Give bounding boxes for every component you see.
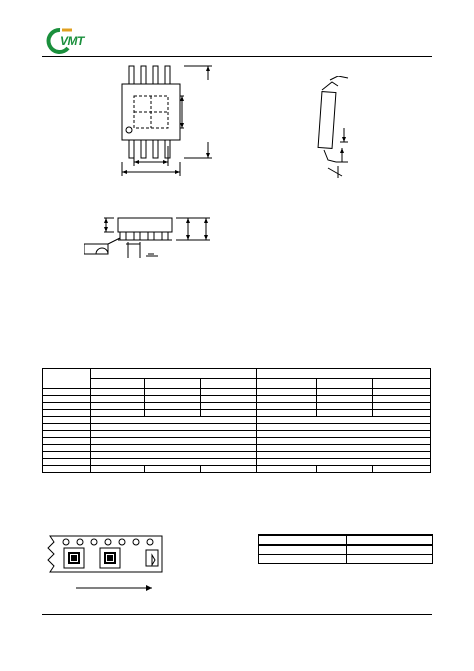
table-row	[258, 544, 433, 555]
table-cell	[372, 409, 432, 417]
table-cell	[42, 465, 91, 473]
table-cell	[89, 423, 258, 431]
table-cell	[42, 451, 91, 459]
table-cell	[372, 402, 432, 410]
table-cell	[144, 409, 201, 417]
table-cell	[89, 368, 258, 379]
table-cell	[346, 554, 433, 564]
table-cell	[89, 458, 258, 466]
table-cell	[316, 409, 374, 417]
table-cell	[256, 395, 318, 403]
table-cell	[144, 395, 201, 403]
table-cell	[256, 409, 318, 417]
table-cell	[90, 465, 145, 473]
table-cell	[316, 395, 374, 403]
table-cell	[90, 378, 145, 389]
table-cell	[90, 388, 145, 396]
table-cell	[258, 534, 347, 546]
table-cell	[372, 465, 432, 473]
logo-text: VMT	[60, 34, 84, 48]
table-cell	[42, 409, 91, 417]
table-row	[42, 430, 432, 438]
table-cell	[42, 388, 91, 396]
table-cell	[256, 368, 432, 379]
table-cell	[256, 416, 432, 424]
table-cell	[256, 465, 318, 473]
table-cell	[144, 402, 201, 410]
table-row	[42, 444, 432, 452]
table-row	[258, 554, 433, 564]
table-cell	[256, 458, 432, 466]
table-row	[43, 378, 432, 389]
table-cell	[256, 402, 318, 410]
package-top-view-drawing	[121, 65, 212, 176]
table-row	[258, 534, 433, 546]
table-cell	[256, 451, 432, 459]
table-cell	[42, 402, 91, 410]
table-cell	[316, 465, 374, 473]
logo	[42, 26, 82, 54]
table-cell	[199, 409, 258, 417]
package-front-view-drawing	[84, 217, 210, 258]
table-cell	[258, 544, 347, 555]
table-cell	[199, 402, 258, 410]
table-cell	[199, 395, 258, 403]
tape-table	[258, 534, 433, 564]
table-cell	[90, 409, 145, 417]
table-row	[42, 368, 432, 389]
table-cell	[256, 437, 432, 445]
table-cell	[42, 368, 91, 389]
table-row	[42, 451, 432, 459]
table-cell	[89, 416, 258, 424]
table-cell	[372, 388, 432, 396]
table-row	[42, 416, 432, 424]
table-cell	[199, 378, 258, 389]
table-cell	[346, 534, 433, 546]
table-row	[42, 395, 432, 403]
table-cell	[256, 423, 432, 431]
table-cell	[144, 388, 201, 396]
table-cell	[316, 388, 374, 396]
table-cell	[42, 444, 91, 452]
table-row	[42, 388, 432, 396]
table-cell	[346, 544, 433, 555]
table-cell	[144, 378, 201, 389]
table-row	[42, 465, 432, 473]
package-side-view-drawing	[317, 76, 349, 178]
table-cell	[258, 554, 347, 564]
header-rule	[42, 56, 432, 57]
table-cell	[42, 395, 91, 403]
table-cell	[316, 402, 374, 410]
table-cell	[256, 388, 318, 396]
table-cell	[89, 437, 258, 445]
table-cell	[199, 465, 258, 473]
table-cell	[42, 416, 91, 424]
table-cell	[42, 423, 91, 431]
table-cell	[90, 395, 145, 403]
table-cell	[372, 395, 432, 403]
table-cell	[256, 378, 318, 389]
table-cell	[42, 458, 91, 466]
table-row	[42, 409, 432, 417]
dimension-table	[42, 368, 432, 473]
table-cell	[256, 444, 432, 452]
table-row	[42, 402, 432, 410]
table-cell	[42, 437, 91, 445]
table-cell	[144, 465, 201, 473]
footer-rule	[42, 614, 432, 615]
logo-icon	[46, 27, 72, 54]
table-cell	[90, 402, 145, 410]
table-cell	[89, 444, 258, 452]
table-cell	[199, 388, 258, 396]
table-cell	[316, 378, 374, 389]
table-cell	[256, 430, 432, 438]
table-cell	[372, 378, 432, 389]
tape-and-reel-drawing	[47, 535, 163, 591]
table-cell	[89, 430, 258, 438]
table-row	[42, 423, 432, 431]
table-row	[42, 458, 432, 466]
table-cell	[42, 430, 91, 438]
table-row	[42, 437, 432, 445]
table-cell	[89, 451, 258, 459]
